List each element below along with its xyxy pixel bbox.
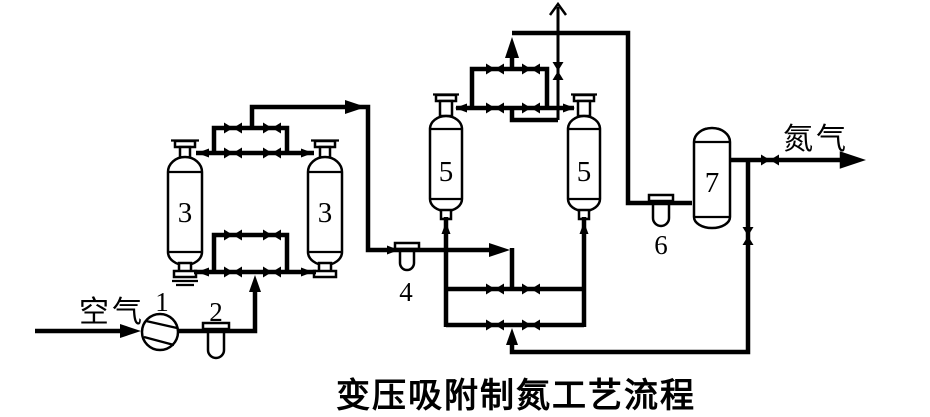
valve-icon	[522, 319, 540, 331]
tower-5-right	[566, 93, 602, 221]
valve-icon	[486, 283, 504, 295]
tank-7	[692, 126, 732, 230]
blower-symbol	[140, 312, 180, 352]
valve-icon	[224, 229, 242, 241]
tower5-left-bottom-arrow	[441, 222, 451, 234]
purge-return-pipe	[509, 158, 751, 355]
valve-icon	[486, 63, 504, 75]
piping	[35, 8, 844, 355]
air-inlet-label: 空气	[79, 296, 145, 329]
valve-icon	[522, 63, 540, 75]
filter6-number: 6	[654, 230, 668, 260]
tower3-product-pipe	[249, 104, 490, 253]
blower-discharge-pipe	[178, 291, 258, 334]
product-transfer-pipe	[512, 30, 692, 206]
purge-valve-icon	[742, 227, 754, 245]
tower5-feed-arrow	[489, 243, 510, 257]
tower3-left-bottom-arrow	[197, 267, 209, 277]
labels: 空气 氮气 1 2 3 3 4 5 5 6 7 变压吸附制氮工艺流程	[79, 123, 849, 415]
tower5-top-bypass	[469, 66, 550, 110]
valve-icon	[224, 266, 242, 278]
valve-icon	[263, 266, 281, 278]
filter4-number: 4	[399, 277, 413, 307]
valve-icon	[522, 102, 540, 114]
tower3-left-inlet-arrow	[197, 148, 209, 158]
tank7-number: 7	[705, 167, 720, 199]
valve-icon	[263, 229, 281, 241]
tower5-product-arrow	[505, 37, 519, 58]
valve-icon	[486, 319, 504, 331]
product-valve-icon	[761, 154, 779, 166]
filter-4-vessel	[393, 241, 421, 272]
blower-number: 1	[155, 287, 169, 317]
vent-valve-icon	[552, 62, 564, 80]
valve-icon	[263, 147, 281, 159]
tower-3-right	[306, 139, 344, 279]
vent-to-atmosphere-arrow	[548, 1, 568, 25]
valve-icon	[522, 283, 540, 295]
tower5-right-inlet-arrow	[563, 103, 575, 113]
tower3-right-bottom-arrow	[301, 267, 313, 277]
valve-icon	[224, 122, 242, 134]
tower5-left-number: 5	[439, 156, 454, 188]
flow-arrows	[120, 1, 866, 345]
filter-6-vessel	[647, 193, 675, 228]
valve-icon	[486, 102, 504, 114]
tower3-product-arrow	[345, 100, 366, 114]
filter2-number: 2	[209, 297, 223, 327]
tower3-right-inlet-arrow	[301, 148, 313, 158]
tower3-left-number: 3	[178, 197, 193, 229]
filter-2-vessel	[201, 321, 231, 360]
tower3-bottom-bypass	[211, 232, 290, 274]
diagram-title: 变压吸附制氮工艺流程	[336, 377, 696, 415]
nitrogen-outlet-label: 氮气	[783, 123, 849, 156]
valve-icon	[263, 122, 281, 134]
feed-up-arrow	[249, 275, 261, 292]
tower5-right-number: 5	[577, 156, 592, 188]
tower3-right-number: 3	[318, 197, 333, 229]
tower-3-left	[166, 139, 204, 287]
valve-icon	[224, 147, 242, 159]
tower5-right-bottom-arrow	[579, 222, 589, 234]
equipment-shapes	[140, 93, 732, 360]
vent-loop-pipe	[509, 106, 558, 123]
tower5-left-inlet-arrow	[455, 103, 467, 113]
purge-return-arrow	[506, 328, 518, 345]
